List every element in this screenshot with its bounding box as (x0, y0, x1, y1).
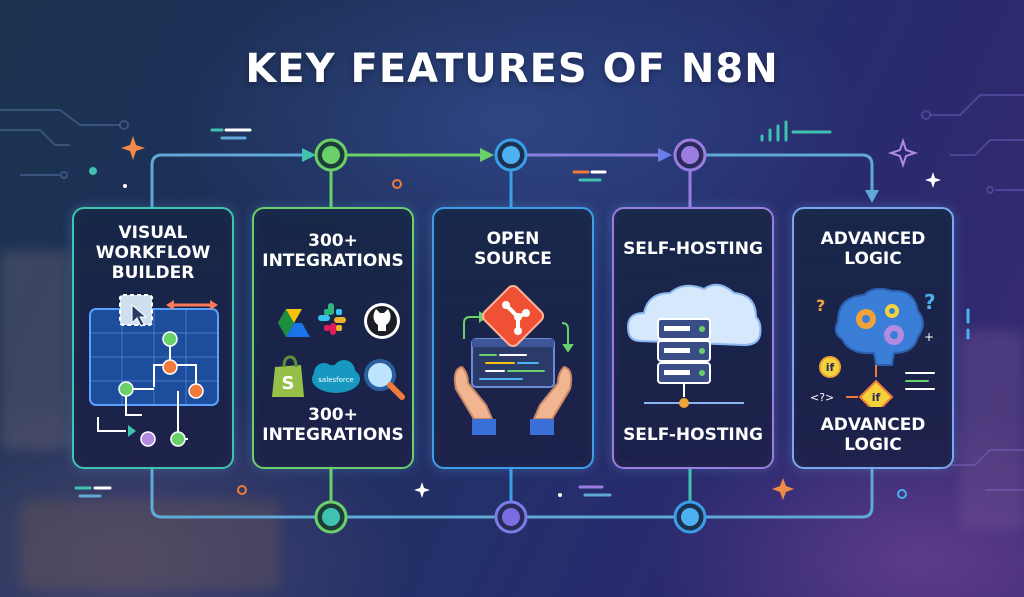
connector-nodes (314, 138, 707, 534)
card-visual-workflow-builder: VISUAL WORKFLOW BUILDER (72, 207, 234, 469)
salesforce-icon: salesforce (312, 360, 360, 393)
dash-decorations (74, 120, 970, 498)
github-icon (364, 303, 400, 339)
card-bottom-label: ADVANCED LOGIC (820, 415, 926, 455)
slack-icon (318, 303, 346, 335)
background-blur-left (0, 250, 70, 450)
card-self-hosting: SELF-HOSTING SELF-HOSTING (612, 207, 774, 469)
svg-text:<?>: <?> (810, 391, 834, 404)
card-title: ADVANCED LOGIC (820, 229, 926, 269)
svg-text:+: + (924, 330, 934, 344)
card-bottom-label: SELF-HOSTING (623, 425, 763, 445)
server-cloud-icon (626, 283, 762, 408)
brain-gears-icon: ? ? + if if <?> (810, 287, 936, 407)
salesforce-label: salesforce (318, 376, 353, 384)
card-bottom-label: 300+ INTEGRATIONS (262, 405, 404, 445)
background-blur-bottom-left (20, 500, 280, 590)
git-hands-icon (453, 284, 574, 435)
circuit-traces-right (921, 94, 1024, 491)
workflow-canvas-icon (89, 294, 219, 447)
google-drive-icon (278, 309, 310, 337)
svg-text:?: ? (924, 290, 936, 314)
integration-icons: S salesforce (272, 303, 405, 400)
svg-text:S: S (282, 373, 295, 394)
circuit-traces-left (0, 109, 129, 179)
shopify-icon: S (272, 355, 304, 397)
svg-text:if: if (872, 391, 881, 404)
card-title: OPEN SOURCE (474, 229, 552, 269)
card-open-source: OPEN SOURCE (432, 207, 594, 469)
svg-text:if: if (826, 361, 835, 374)
card-title: SELF-HOSTING (623, 239, 763, 259)
search-icon (364, 359, 405, 400)
page-title: KEY FEATURES OF N8N (245, 46, 779, 92)
background-blur-right (960, 330, 1024, 530)
svg-text:?: ? (816, 296, 825, 315)
card-advanced-logic: ADVANCED LOGIC ? ? + if if <?> ADVANCED … (792, 207, 954, 469)
card-title: VISUAL WORKFLOW BUILDER (95, 223, 211, 283)
card-title: 300+ INTEGRATIONS (262, 231, 404, 271)
sparkle-decorations (89, 136, 941, 500)
card-integrations: 300+ INTEGRATIONS S (252, 207, 414, 469)
